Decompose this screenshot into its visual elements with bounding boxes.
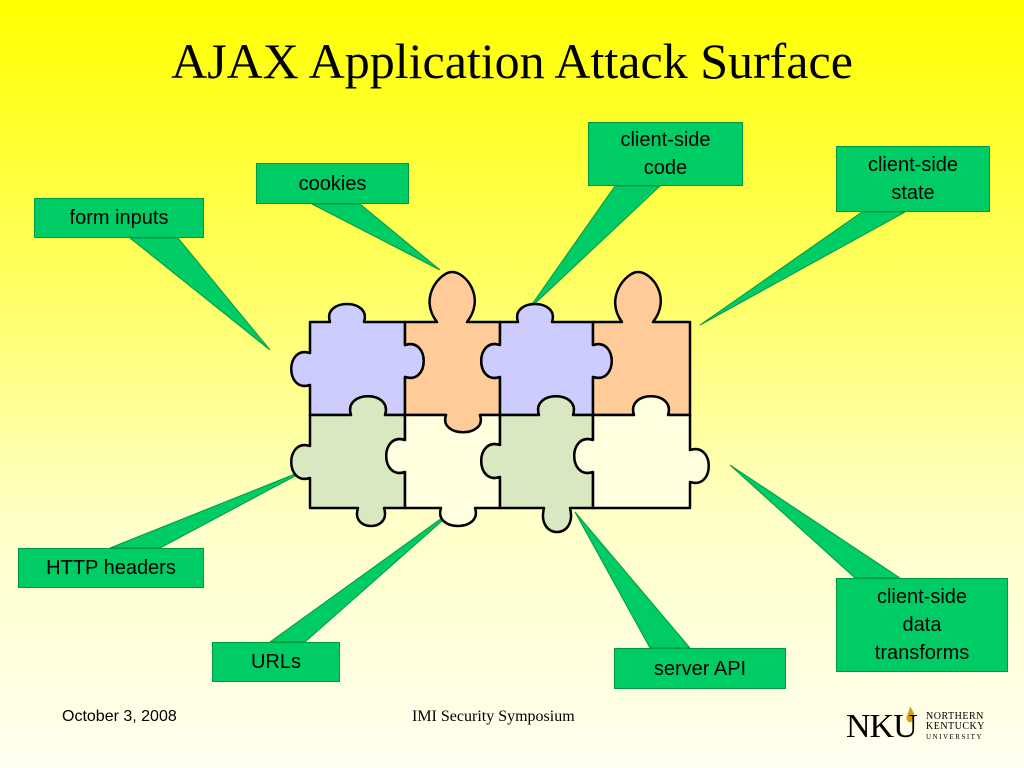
pointer-cookies <box>311 203 441 271</box>
puzzle <box>290 270 710 534</box>
pointer-http-headers <box>109 467 311 549</box>
pointer-data-transforms <box>729 464 902 579</box>
flame-icon <box>906 706 915 723</box>
footer-event: IMI Security Symposium <box>412 708 575 725</box>
callout-form-inputs: form inputs <box>34 198 204 238</box>
slide-title: AJAX Application Attack Surface <box>171 33 853 89</box>
footer-date: October 3, 2008 <box>62 708 177 725</box>
callout-pointers <box>109 185 906 649</box>
callout-client-side-data-transforms: client-side data transforms <box>836 578 1008 672</box>
puzzle-piece-cream-1 <box>385 413 502 528</box>
pointer-server-api <box>574 511 692 649</box>
callout-client-side-state: client-side state <box>836 146 990 212</box>
callout-server-api: server API <box>614 648 786 689</box>
callout-urls: URLs <box>212 642 340 682</box>
nku-logo: NKU NORTHERN KENTUCKY UNIVERSITY <box>846 706 1006 750</box>
callout-client-side-code: client-side code <box>588 122 743 186</box>
puzzle-piece-cream-2 <box>573 395 710 510</box>
callout-http-headers: HTTP headers <box>18 548 204 588</box>
pointer-form-inputs <box>128 237 271 351</box>
logo-line-1: NORTHERN <box>926 711 984 722</box>
logo-mark: NKU <box>846 708 918 745</box>
logo-line-2: KENTUCKY <box>926 721 985 732</box>
pointer-client-side-code <box>527 185 662 311</box>
pointer-client-side-state <box>699 211 906 326</box>
puzzle-piece-orange-2 <box>591 270 692 417</box>
callout-cookies: cookies <box>256 163 409 204</box>
logo-text: NORTHERN KENTUCKY UNIVERSITY <box>926 712 985 742</box>
logo-line-3: UNIVERSITY <box>926 733 983 741</box>
